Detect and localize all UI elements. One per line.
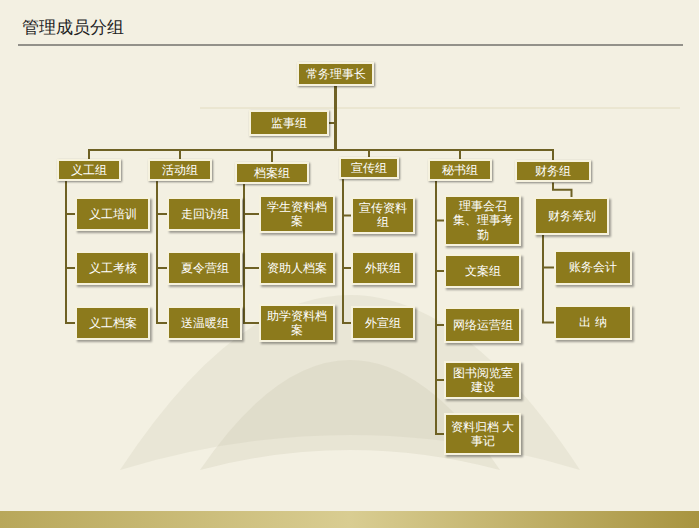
node-label: 外联组	[365, 261, 401, 275]
node-label: 义工档案	[89, 316, 137, 330]
group-box: 活动组	[148, 159, 212, 181]
member-box: 走回访组	[167, 197, 242, 231]
member-box: 文案组	[444, 254, 521, 288]
tree-connector	[436, 181, 444, 325]
fan-watermark	[120, 295, 580, 470]
node-label: 义工培训	[89, 207, 137, 221]
node-label: 账务会计	[569, 260, 617, 274]
tree-connector	[336, 86, 554, 160]
member-box: 账务会计	[554, 250, 632, 285]
node-label: 出 纳	[579, 315, 607, 329]
node-label: 义工组	[71, 163, 107, 177]
node-label: 秘书组	[442, 163, 478, 177]
member-box: 夏令营组	[167, 251, 242, 285]
tree-connector	[336, 86, 461, 159]
node-label: 理事会召集、理事考勤	[449, 199, 516, 242]
tree-connector	[343, 179, 351, 268]
tree-connector	[66, 181, 75, 323]
tree-connector	[244, 184, 259, 323]
tree-connector	[543, 235, 554, 323]
tree-connector	[553, 182, 572, 197]
member-box: 资料归档 大事记	[444, 413, 521, 455]
group-box: 秘书组	[428, 159, 492, 181]
node-label: 财务组	[535, 164, 571, 178]
tree-connector	[244, 184, 259, 214]
member-box: 资助人档案	[259, 251, 335, 285]
node-label: 常务理事长	[306, 67, 366, 81]
node-label: 助学资料档案	[264, 309, 330, 338]
tree-connector	[436, 181, 444, 271]
group-box: 义工组	[57, 159, 121, 181]
title-rule	[18, 45, 683, 46]
bottom-band	[0, 511, 699, 528]
member-box: 义工档案	[75, 306, 150, 340]
tree-connector	[244, 184, 259, 268]
member-box: 理事会召集、理事考勤	[444, 195, 521, 246]
member-box: 助学资料档案	[259, 304, 335, 342]
member-box: 网络运营组	[444, 307, 521, 343]
node-label: 图书阅览室建设	[449, 366, 516, 395]
group-box: 常务理事长	[297, 62, 374, 86]
tree-connector	[89, 86, 336, 159]
node-label: 文案组	[465, 264, 501, 278]
tree-connector	[436, 181, 444, 434]
member-box: 宣传资料组	[351, 197, 415, 234]
node-label: 夏令营组	[181, 261, 229, 275]
node-label: 外宣组	[365, 316, 401, 330]
group-box: 档案组	[235, 162, 309, 184]
node-label: 义工考核	[89, 261, 137, 275]
member-box: 出 纳	[554, 305, 632, 340]
tree-connector	[66, 181, 75, 214]
tree-connector	[180, 86, 336, 159]
tree-connector	[336, 86, 370, 157]
node-label: 走回访组	[181, 207, 229, 221]
tree-connector	[436, 181, 444, 380]
tree-connector	[157, 181, 167, 214]
member-box: 外联组	[351, 251, 415, 285]
tree-connector	[343, 179, 351, 323]
tree-connector	[66, 181, 75, 268]
group-box: 监事组	[249, 110, 329, 136]
node-label: 活动组	[162, 163, 198, 177]
member-box: 学生资料档案	[259, 195, 335, 233]
member-box: 外宣组	[351, 306, 415, 340]
node-label: 送温暖组	[181, 316, 229, 330]
node-label: 资助人档案	[267, 261, 327, 275]
node-label: 档案组	[254, 166, 290, 180]
faint-rule	[200, 108, 680, 109]
node-label: 学生资料档案	[264, 200, 330, 229]
node-label: 资料归档 大事记	[449, 420, 516, 449]
node-label: 财务筹划	[548, 209, 596, 223]
group-box: 财务组	[515, 160, 591, 182]
node-label: 宣传资料组	[356, 201, 410, 230]
member-box: 义工培训	[75, 197, 150, 231]
page-title: 管理成员分组	[22, 16, 124, 39]
node-label: 宣传组	[351, 161, 387, 175]
member-box: 图书阅览室建设	[444, 361, 521, 399]
node-label: 网络运营组	[453, 318, 513, 332]
tree-connector	[436, 181, 444, 220]
tree-connector	[343, 179, 351, 215]
tree-connector	[543, 235, 554, 268]
node-label: 监事组	[271, 116, 307, 130]
tree-connector	[157, 181, 167, 323]
group-box: 宣传组	[339, 157, 399, 179]
member-box: 财务筹划	[534, 197, 609, 235]
member-box: 送温暖组	[167, 306, 242, 340]
member-box: 义工考核	[75, 251, 150, 285]
tree-connector	[157, 181, 167, 268]
